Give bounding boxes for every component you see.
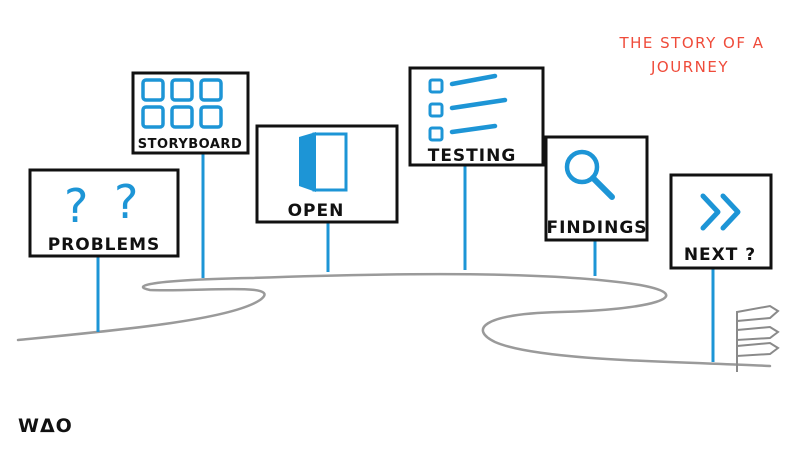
checklist-icon <box>428 73 508 142</box>
sign-open: OPEN <box>255 124 399 272</box>
sign-problems: ? ? PROBLEMS <box>28 168 180 332</box>
open-door-icon <box>299 132 348 192</box>
magnifying-glass-icon <box>564 149 615 200</box>
title-line-1: THE STORY OF A <box>618 34 764 52</box>
sign-board <box>255 124 399 224</box>
winding-road <box>16 272 772 368</box>
storyboard-grid-icon <box>141 78 223 129</box>
sign-next: NEXT ? <box>669 173 773 362</box>
sign-label: FINDINGS <box>546 218 647 238</box>
sign-label: NEXT ? <box>684 245 756 265</box>
title-line-2: JOURNEY <box>650 58 729 76</box>
sign-board <box>669 173 773 270</box>
sign-findings: FINDINGS <box>544 135 649 276</box>
fast-forward-icon <box>700 193 741 231</box>
sign-board <box>544 135 649 242</box>
sign-label: STORYBOARD <box>138 137 242 152</box>
sign-label: OPEN <box>288 201 345 221</box>
sign-label: PROBLEMS <box>48 235 161 255</box>
sign-label: TESTING <box>428 146 517 166</box>
svg-text:?: ? <box>64 179 88 233</box>
logo: WΔO <box>18 415 73 437</box>
sign-board <box>28 168 180 258</box>
sign-testing: TESTING <box>408 66 545 270</box>
question-marks-icon: ? ? <box>64 175 138 233</box>
direction-post-icon <box>736 304 780 372</box>
sign-storyboard: STORYBOARD <box>131 71 250 278</box>
page-title: THE STORY OF A JOURNEY <box>618 34 764 76</box>
svg-text:?: ? <box>114 175 138 229</box>
